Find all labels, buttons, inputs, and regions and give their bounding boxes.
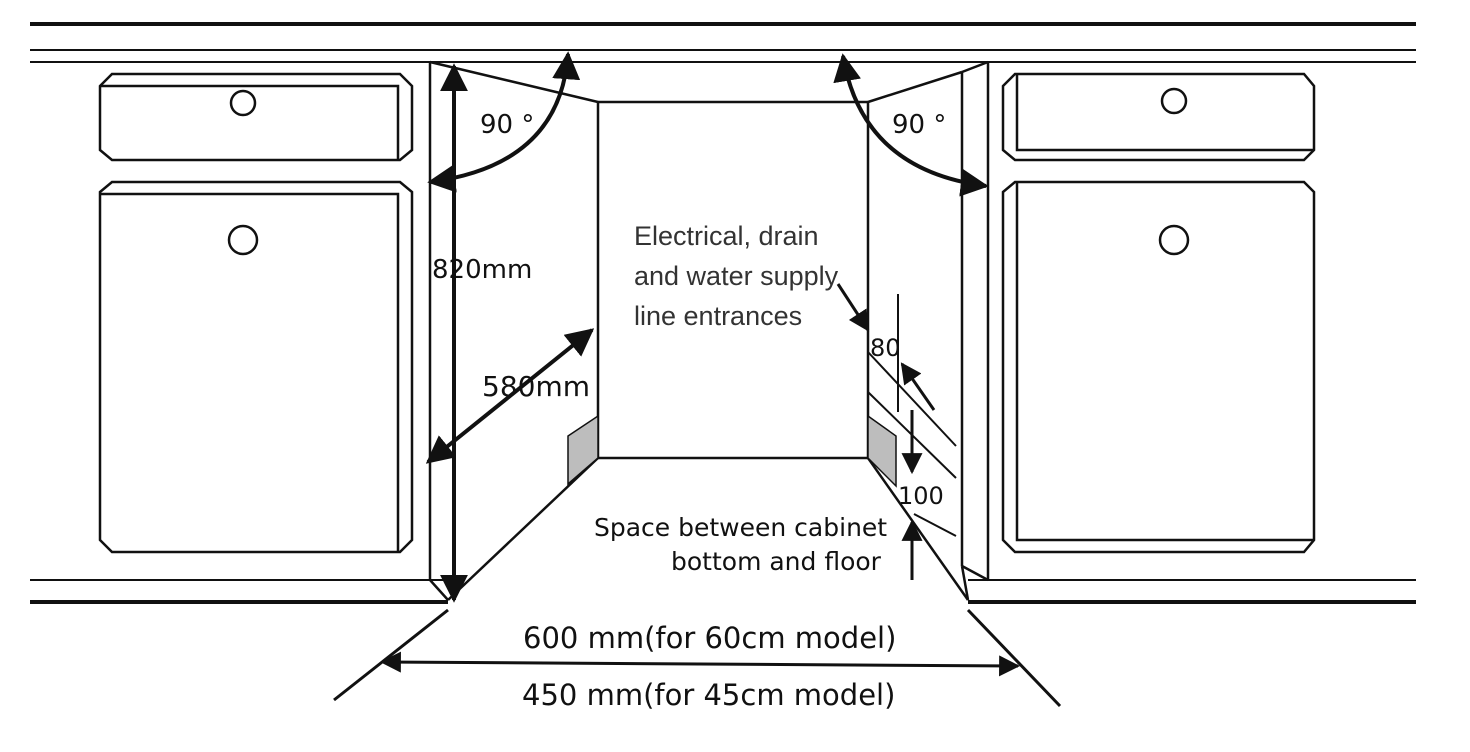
- right-door: [1001, 180, 1316, 554]
- floor-lines: [30, 579, 1416, 604]
- plinth-shading: [567, 414, 897, 488]
- service-height-arrow: [900, 362, 936, 411]
- service-height-label: 80: [870, 334, 901, 362]
- plinth-note-line-2: bottom and floor: [671, 547, 882, 576]
- depth-label: 580mm: [482, 370, 590, 403]
- width-arrow: [379, 651, 1021, 677]
- width-label-60: 600 mm(for 60cm model): [523, 621, 896, 655]
- width-label-45: 450 mm(for 45cm model): [522, 678, 895, 712]
- height-label: 820mm: [432, 255, 532, 285]
- angle-label-left: 90 °: [480, 110, 534, 140]
- angle-arc-right: [833, 53, 989, 197]
- service-pointer: [836, 283, 870, 332]
- plinth-note-line-1: Space between cabinet: [594, 513, 887, 542]
- left-drawer: [98, 72, 414, 162]
- service-note-line-3: line entrances: [634, 301, 802, 331]
- countertop: [30, 22, 1416, 63]
- plinth-height-label: 100: [898, 482, 944, 510]
- service-note-line-2: and water supply: [634, 261, 839, 291]
- right-drawer: [1001, 72, 1316, 162]
- left-door: [98, 180, 414, 554]
- depth-arrow: [425, 328, 595, 464]
- service-note-line-1: Electrical, drain: [634, 221, 819, 251]
- angle-label-right: 90 °: [892, 110, 946, 140]
